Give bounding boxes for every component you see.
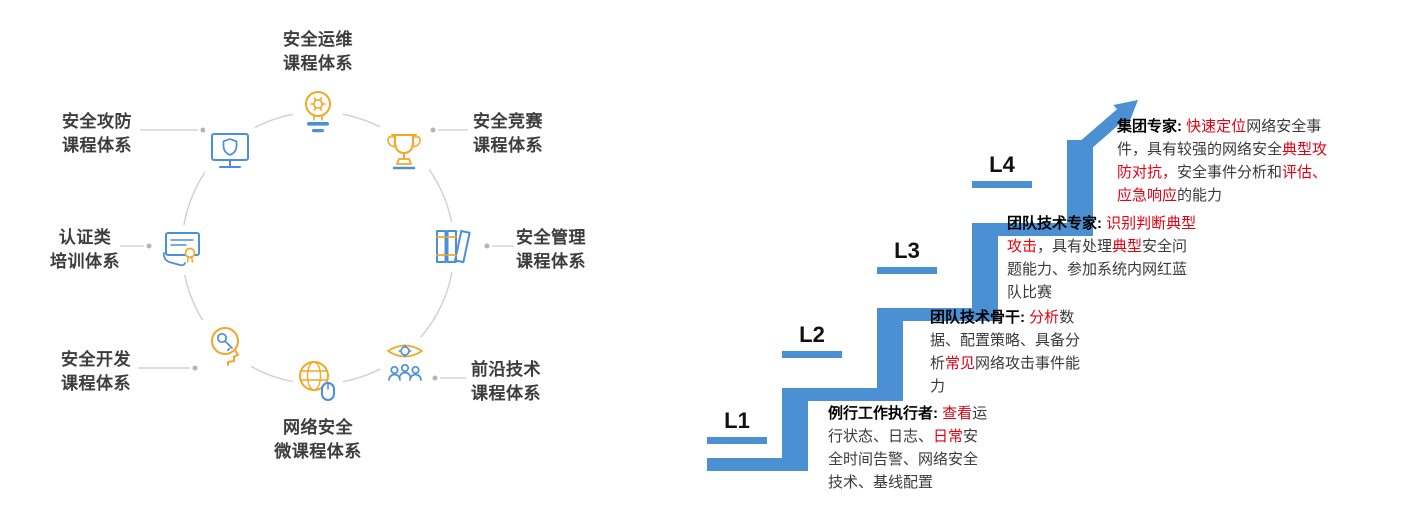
level-label-l4: L4 — [972, 152, 1032, 188]
text-segment: 常见 — [945, 355, 976, 372]
text-segment: 集团专家: — [1117, 118, 1187, 135]
course-label-line: 网络安全 — [283, 418, 353, 437]
level-text: L3 — [894, 238, 920, 263]
level-desc-l3: 团队技术专家: 识别判断典型攻击，具有处理典型安全问题能力、参加系统内网红蓝队比… — [1007, 212, 1199, 304]
course-wheel-graphic — [120, 87, 514, 405]
books-icon — [427, 222, 477, 272]
level-label-l2: L2 — [782, 322, 842, 358]
course-label-line: 课程体系 — [62, 136, 132, 155]
text-segment: 典型攻防对抗， — [1117, 141, 1328, 181]
text-segment: 的能力 — [1177, 187, 1223, 204]
level-text: L2 — [799, 322, 825, 347]
course-label-line: 安全攻防 — [62, 112, 132, 131]
course-wheel-diagram: 安全运维 课程体系 安全攻防 课程体系 安全竞赛 课程体系 认证类 培训体系 安… — [0, 0, 640, 524]
text-segment: 日常 — [933, 428, 964, 445]
course-label-attack-defense: 安全攻防 课程体系 — [37, 110, 157, 158]
text-segment: 快速定位 — [1186, 118, 1247, 135]
text-segment: 安全问题能力、参加系统内网红蓝队比赛 — [1007, 238, 1188, 301]
label-connectors — [120, 127, 514, 381]
course-label-line: 培训体系 — [50, 252, 120, 271]
course-label-line: 课程体系 — [61, 374, 131, 393]
ladder-graphic — [707, 100, 1138, 471]
text-segment: 团队技术骨干: — [930, 309, 1030, 326]
level-text: L1 — [724, 408, 750, 433]
head-key-icon — [201, 320, 251, 370]
course-label-line: 安全运维 — [283, 30, 353, 49]
course-label-management: 安全管理 课程体系 — [491, 226, 611, 274]
skill-ladder-diagram: L1 L2 L3 L4 例行工作执行者: 查看运行状态、日志、日常安全时间告警、… — [640, 0, 1404, 524]
course-label-development: 安全开发 课程体系 — [36, 348, 156, 396]
text-segment: ，具有处理 — [1037, 238, 1113, 255]
course-label-line: 安全竞赛 — [473, 112, 543, 131]
text-segment: 运行状态、日志、 — [828, 405, 988, 445]
text-segment: 例行工作执行者: — [828, 405, 943, 422]
text-segment: 查看 — [942, 405, 973, 422]
monitor-shield-icon — [205, 127, 255, 177]
text-segment: 网络攻击事件能力 — [930, 355, 1081, 395]
text-segment: 分析 — [1029, 309, 1060, 326]
text-segment: 安全时间告警、网络安全技术、基线配置 — [828, 428, 979, 491]
text-segment: 数据、配置策略、具备分析 — [930, 309, 1081, 372]
level-desc-l4: 集团专家: 快速定位网络安全事件，具有较强的网络安全典型攻防对抗，安全事件分析和… — [1117, 115, 1337, 207]
globe-mouse-icon — [293, 355, 343, 405]
level-label-l1: L1 — [707, 408, 767, 444]
course-label-line: 课程体系 — [471, 384, 541, 403]
course-label-line: 课程体系 — [283, 54, 353, 73]
trophy-icon — [379, 127, 429, 177]
text-segment: 评估、应急响应 — [1117, 164, 1328, 204]
text-segment: 典型 — [1112, 238, 1143, 255]
course-label-micro: 网络安全 微课程体系 — [258, 416, 378, 464]
course-label-line: 认证类 — [58, 228, 112, 247]
level-text: L4 — [989, 152, 1015, 177]
course-label-line: 课程体系 — [516, 252, 586, 271]
arrow-icon — [1076, 100, 1138, 154]
course-label-line: 课程体系 — [473, 136, 543, 155]
course-label-line: 前沿技术 — [471, 360, 541, 379]
course-label-frontier: 前沿技术 课程体系 — [446, 358, 566, 406]
text-segment: 安全事件分析和 — [1177, 164, 1283, 181]
staircase-shape — [707, 100, 1138, 471]
level-desc-l2: 团队技术骨干: 分析数据、配置策略、具备分析常见网络攻击事件能力 — [930, 306, 1090, 398]
text-segment: 网络安全事件，具有较强的网络安全 — [1117, 118, 1322, 158]
course-label-line: 微课程体系 — [274, 442, 362, 461]
text-segment: 团队技术专家: — [1007, 215, 1107, 232]
level-label-l3: L3 — [877, 238, 937, 274]
eye-team-icon — [380, 337, 430, 387]
level-desc-l1: 例行工作执行者: 查看运行状态、日志、日常安全时间告警、网络安全技术、基线配置 — [828, 402, 988, 494]
course-label-ops: 安全运维 课程体系 — [258, 28, 378, 76]
course-label-line: 安全管理 — [516, 228, 586, 247]
course-label-line: 安全开发 — [61, 350, 131, 369]
lightbulb-gear-icon — [293, 87, 343, 137]
certificate-hand-icon — [157, 225, 207, 275]
course-label-competition: 安全竞赛 课程体系 — [448, 110, 568, 158]
text-segment: 识别判断典型攻击 — [1007, 215, 1197, 255]
course-label-certification: 认证类 培训体系 — [25, 226, 145, 274]
